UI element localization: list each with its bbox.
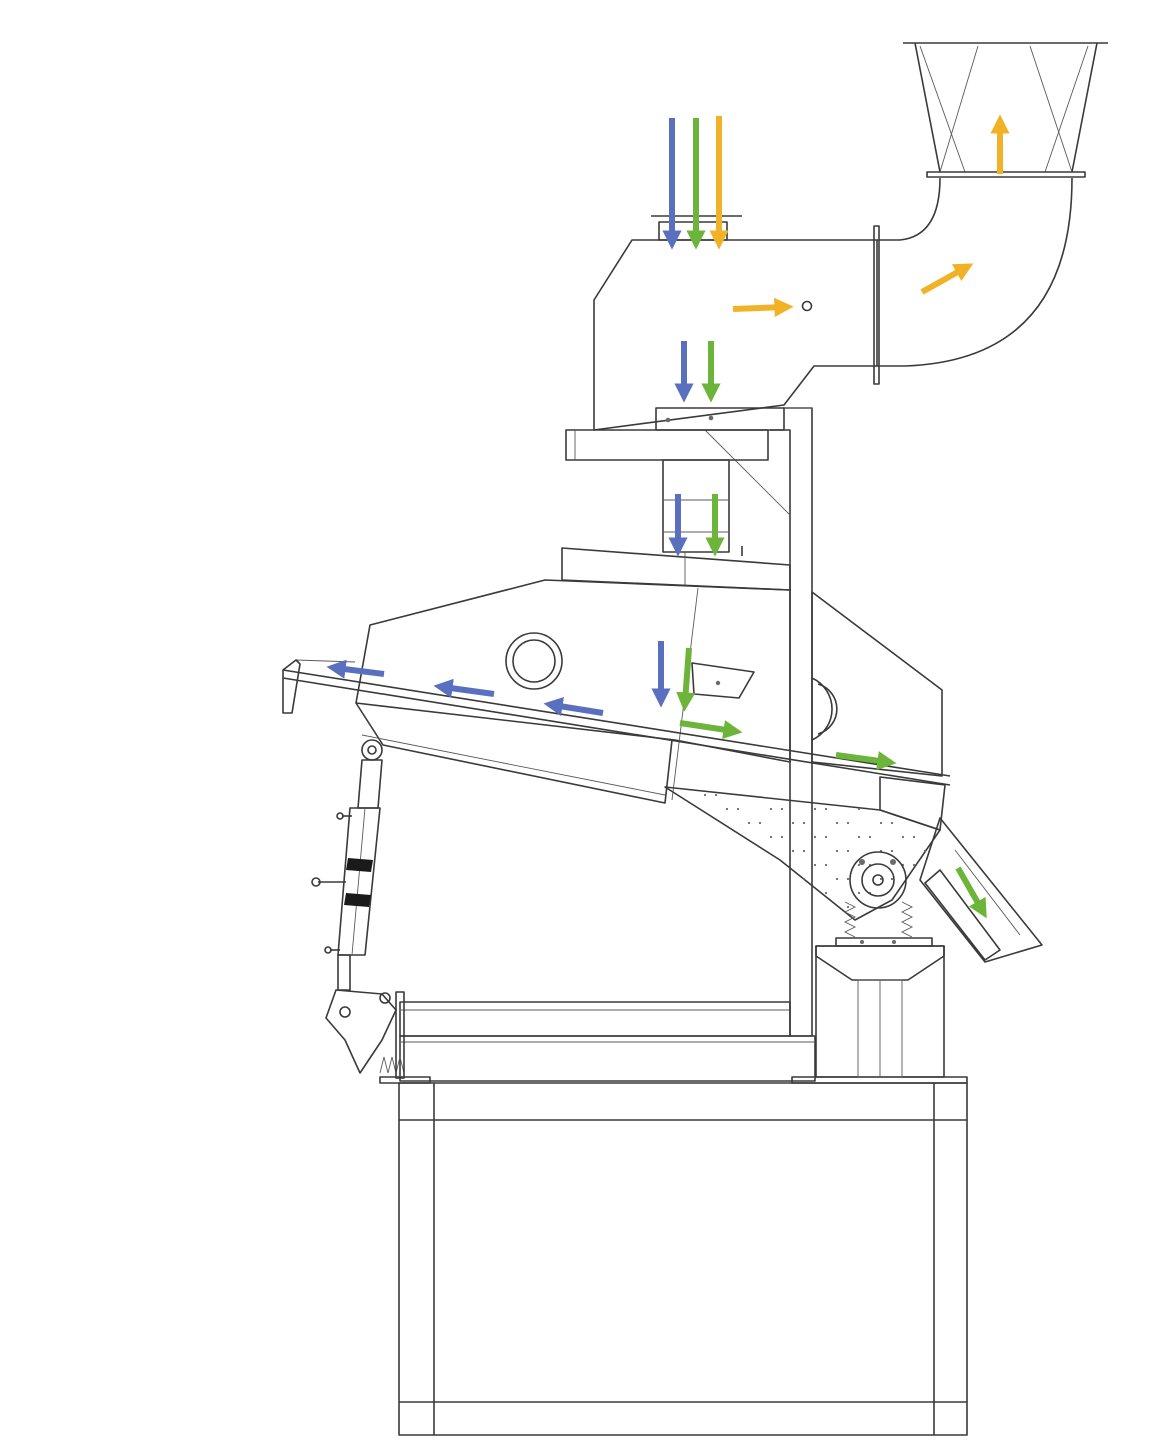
perforation-dot bbox=[725, 807, 729, 811]
flow-arrow-blue-deck-1 bbox=[326, 659, 385, 679]
perforation-dot bbox=[802, 877, 806, 881]
flow-arrow-yellow-elbow bbox=[920, 263, 974, 295]
flow-arrow-green-deck-1 bbox=[679, 720, 743, 740]
perforation-dot bbox=[714, 793, 718, 797]
perforation-dot bbox=[857, 807, 861, 811]
perforation-dot bbox=[703, 793, 707, 797]
perforation-dot bbox=[846, 821, 850, 825]
flow-arrow-blue-deck-2 bbox=[433, 678, 495, 698]
perforation-dot bbox=[846, 849, 850, 853]
base-frame bbox=[379, 1076, 968, 1436]
perforation-dot bbox=[912, 863, 916, 867]
eccentric-drive bbox=[835, 851, 933, 947]
sieve-deck bbox=[282, 659, 951, 804]
perforation-dot bbox=[813, 835, 817, 839]
perforation-dot bbox=[846, 905, 850, 909]
perforation-dot bbox=[868, 835, 872, 839]
perforation-dot bbox=[736, 807, 740, 811]
sieve-body bbox=[355, 547, 943, 801]
perforation-dot bbox=[879, 821, 883, 825]
perforation-dot bbox=[835, 821, 839, 825]
perforation-dot bbox=[780, 835, 784, 839]
exhaust-elbow bbox=[873, 177, 1073, 385]
perforation-dot bbox=[824, 863, 828, 867]
perforation-dot bbox=[857, 891, 861, 895]
right-pedestal bbox=[815, 945, 945, 1078]
flow-arrow-green-sieve bbox=[676, 647, 696, 712]
collection-hopper bbox=[664, 776, 946, 921]
perforation-dot bbox=[879, 877, 883, 881]
perforation-dot bbox=[923, 849, 927, 853]
perforation-dot bbox=[791, 849, 795, 853]
perforation-dot bbox=[824, 807, 828, 811]
perforation-dot bbox=[769, 807, 773, 811]
perforation-dot bbox=[912, 835, 916, 839]
perforation-dot bbox=[890, 877, 894, 881]
perforation-dot bbox=[802, 821, 806, 825]
perforation-dot bbox=[835, 849, 839, 853]
perforation-dot bbox=[835, 877, 839, 881]
perforation-dot bbox=[791, 821, 795, 825]
vertical-column bbox=[704, 407, 813, 1037]
perforation-dot bbox=[846, 877, 850, 881]
perforation-dot bbox=[747, 821, 751, 825]
perforation-dot bbox=[824, 891, 828, 895]
support-brackets bbox=[565, 407, 785, 556]
perforation-dot bbox=[857, 835, 861, 839]
inlet-housing bbox=[593, 215, 878, 431]
perforation-dot bbox=[890, 821, 894, 825]
flow-arrow-blue-deck-3 bbox=[543, 697, 604, 716]
perforation-dot bbox=[824, 835, 828, 839]
lower-rails bbox=[399, 1001, 816, 1082]
perforation-dot bbox=[813, 863, 817, 867]
perforation-dot bbox=[802, 849, 806, 853]
perforation-dot bbox=[890, 849, 894, 853]
perforation-dot bbox=[868, 807, 872, 811]
flow-arrow-green-outlet bbox=[955, 866, 987, 919]
perforation-dot bbox=[769, 835, 773, 839]
adjustment-strut bbox=[311, 739, 405, 1079]
perforation-dot bbox=[857, 863, 861, 867]
perforation-dot bbox=[901, 835, 905, 839]
flow-arrows bbox=[326, 114, 1010, 919]
perforation-dot bbox=[813, 807, 817, 811]
vibration-motor bbox=[919, 817, 1043, 963]
perforation-dot bbox=[780, 807, 784, 811]
cyclone-hood bbox=[903, 42, 1108, 178]
flow-arrow-green-deck-2 bbox=[835, 751, 897, 771]
perforation-dot bbox=[758, 821, 762, 825]
flow-arrow-yellow-housing bbox=[732, 297, 794, 317]
